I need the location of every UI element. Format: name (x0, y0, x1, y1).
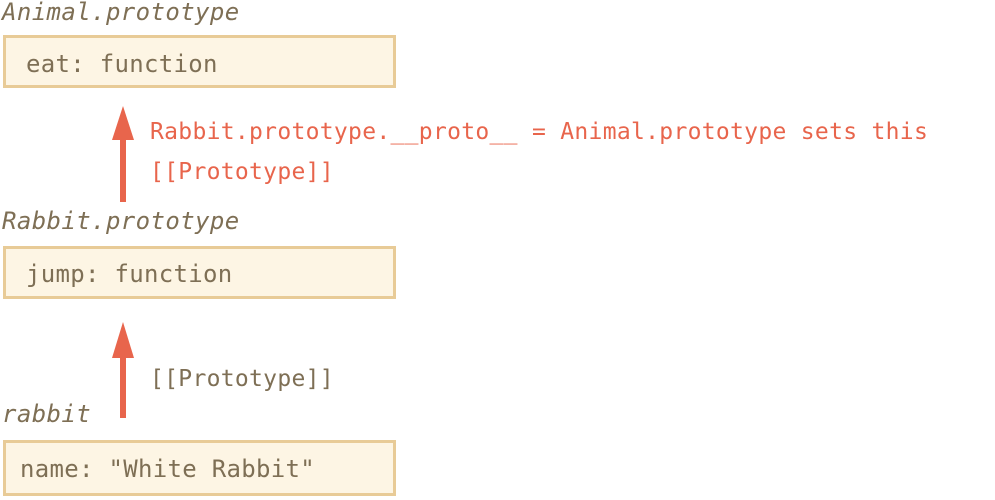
prototype-arrow-upper (112, 106, 134, 202)
arrow-upper-annotation-line2: [[Prototype]] (150, 159, 334, 185)
animal-prototype-content: eat: function (26, 50, 218, 78)
arrow-lower-annotation: [[Prototype]] (150, 366, 334, 392)
animal-prototype-box: eat: function (3, 35, 396, 88)
rabbit-prototype-content: jump: function (26, 260, 233, 288)
animal-prototype-label: Animal.prototype (2, 0, 240, 26)
rabbit-box: name: "White Rabbit" (3, 440, 396, 496)
rabbit-prototype-box: jump: function (3, 246, 396, 299)
rabbit-label: rabbit (2, 400, 92, 428)
prototype-arrow-lower (112, 322, 134, 418)
rabbit-content: name: "White Rabbit" (20, 455, 315, 483)
arrow-upper-annotation-line1: Rabbit.prototype.__proto__ = Animal.prot… (150, 119, 929, 145)
rabbit-prototype-label: Rabbit.prototype (2, 207, 240, 235)
